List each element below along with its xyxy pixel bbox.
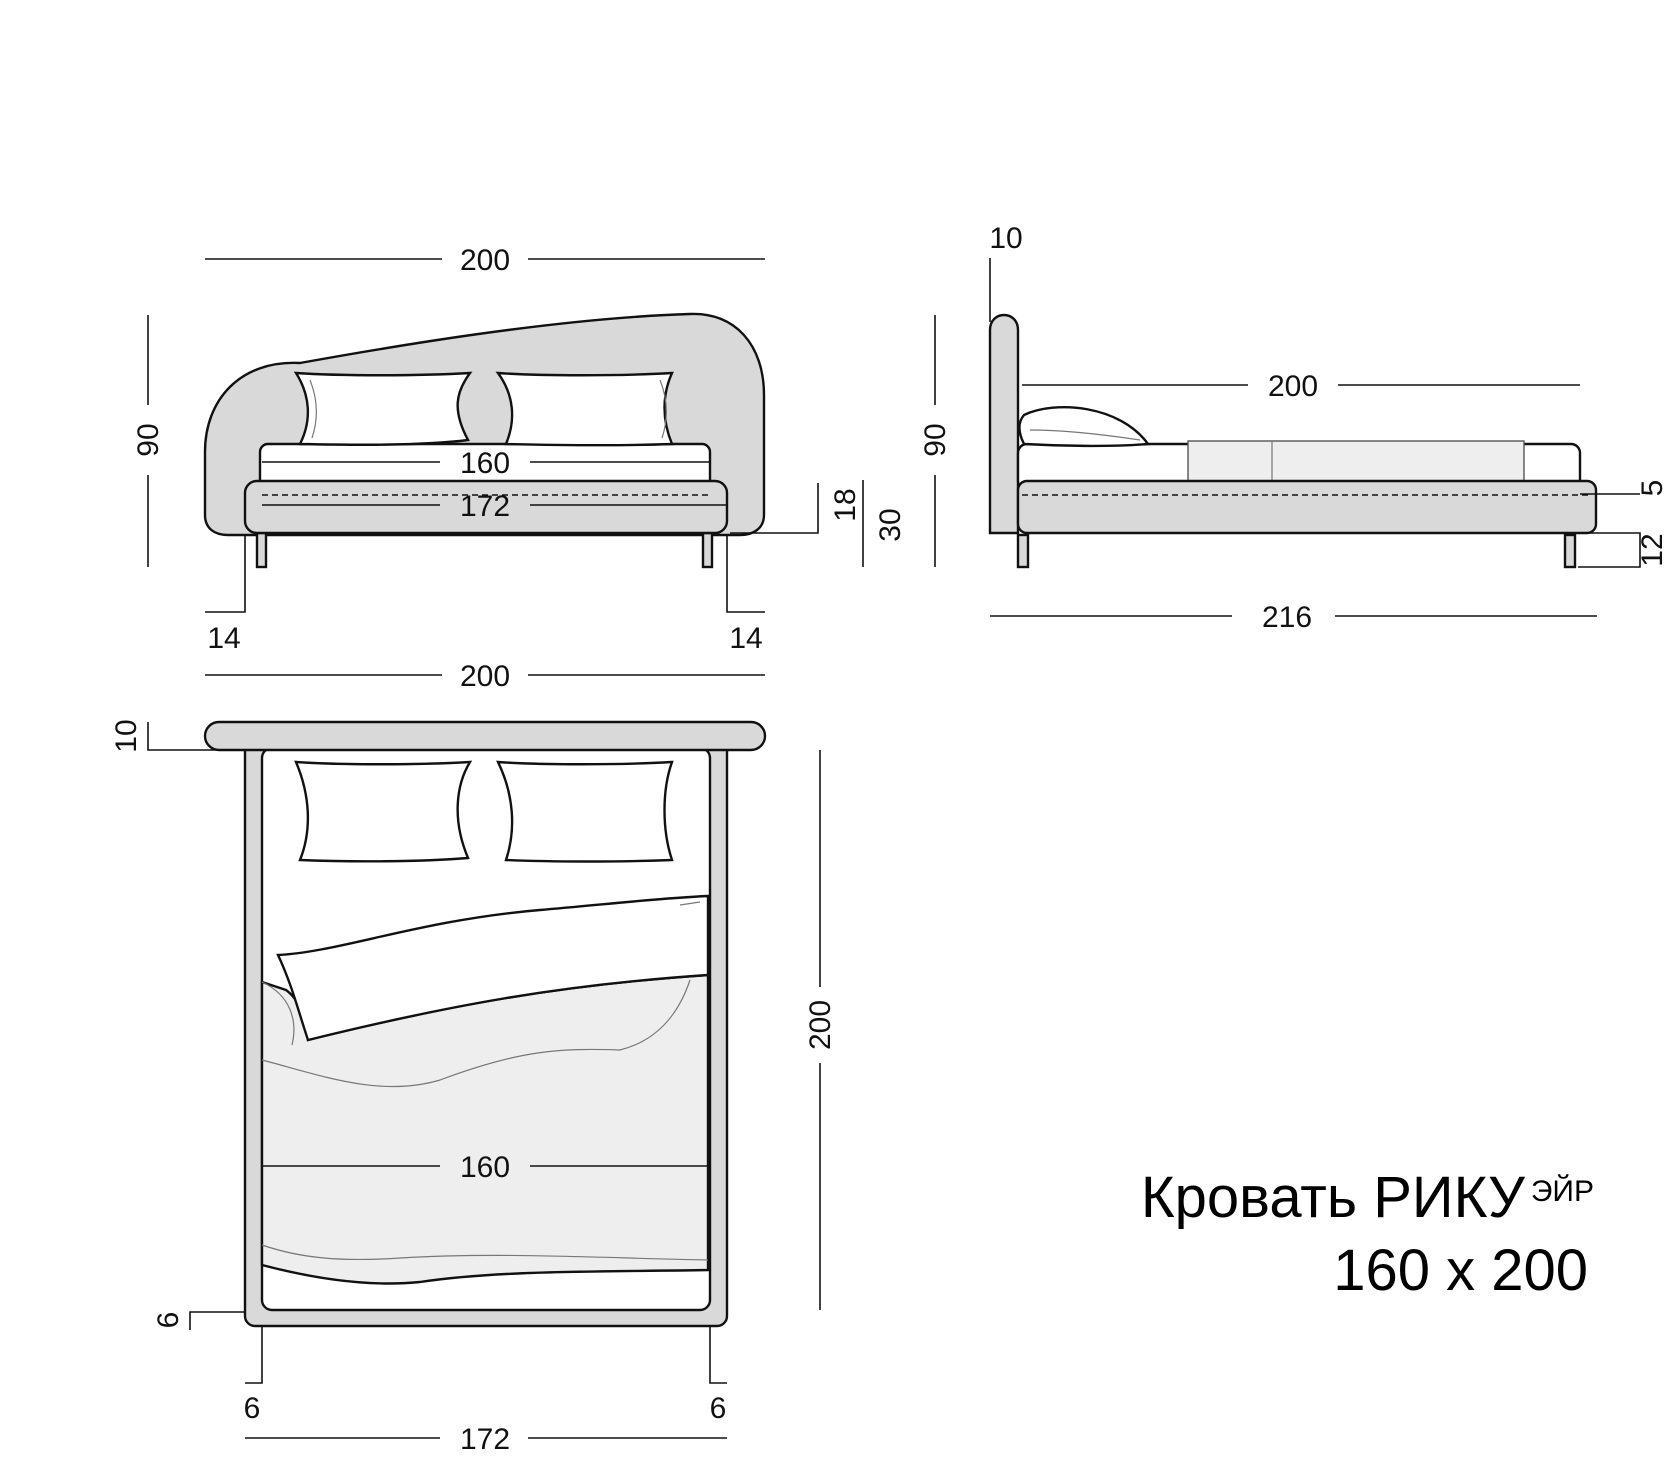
- front-view: [147, 258, 864, 613]
- front-leg-right: [701, 531, 714, 569]
- front-width-label: 200: [460, 244, 510, 277]
- top-view: [147, 674, 821, 1439]
- front-mattress-width-label: 160: [460, 447, 510, 480]
- side-leg-front: [1016, 533, 1030, 569]
- side-view: [934, 258, 1641, 617]
- top-offset-right-label: 6: [710, 1392, 727, 1425]
- side-total-length-label: 216: [1262, 601, 1312, 634]
- front-frame-width-label: 172: [460, 490, 510, 523]
- top-frame-width-label: 172: [460, 1423, 510, 1456]
- side-blanket: [1187, 440, 1525, 482]
- top-pillow-left: [294, 760, 473, 863]
- top-pillow-right: [496, 760, 674, 863]
- top-mattress-width-label: 160: [460, 1151, 510, 1184]
- front-pillow-right: [495, 371, 674, 447]
- product-series: ЭЙР: [1530, 1175, 1594, 1208]
- top-offset-left-label: 6: [244, 1392, 261, 1425]
- front-pillow-left: [293, 371, 473, 446]
- front-frame: [243, 479, 729, 535]
- front-offset-left-label: 14: [207, 622, 240, 655]
- front-leg-height-label: 30: [874, 508, 907, 541]
- top-length-label: 200: [804, 1000, 837, 1050]
- side-height-label: 90: [919, 423, 952, 456]
- top-headboard-thickness-label: 10: [110, 719, 143, 752]
- side-mattress-length-label: 200: [1268, 370, 1318, 403]
- top-headboard: [203, 720, 767, 752]
- product-name: Кровать РИКУ: [1140, 1165, 1525, 1230]
- top-frame-offset-label: 6: [152, 1312, 185, 1329]
- top-blanket-fold: [276, 894, 710, 1042]
- side-pillow: [1018, 406, 1151, 448]
- side-leg-height-label: 12: [1636, 533, 1669, 566]
- front-leg-left: [255, 531, 268, 569]
- side-leg-back: [1563, 533, 1577, 569]
- front-frame-height-label: 18: [829, 488, 862, 521]
- side-headboard: [988, 313, 1020, 535]
- side-frame: [1016, 479, 1598, 535]
- front-height-label: 90: [132, 423, 165, 456]
- top-width-label: 200: [460, 660, 510, 693]
- front-offset-right-label: 14: [729, 622, 762, 655]
- product-size: 160 x 200: [1333, 1238, 1588, 1303]
- side-frame-height-label: 5: [1636, 480, 1669, 497]
- side-headboard-thickness-label: 10: [989, 222, 1022, 255]
